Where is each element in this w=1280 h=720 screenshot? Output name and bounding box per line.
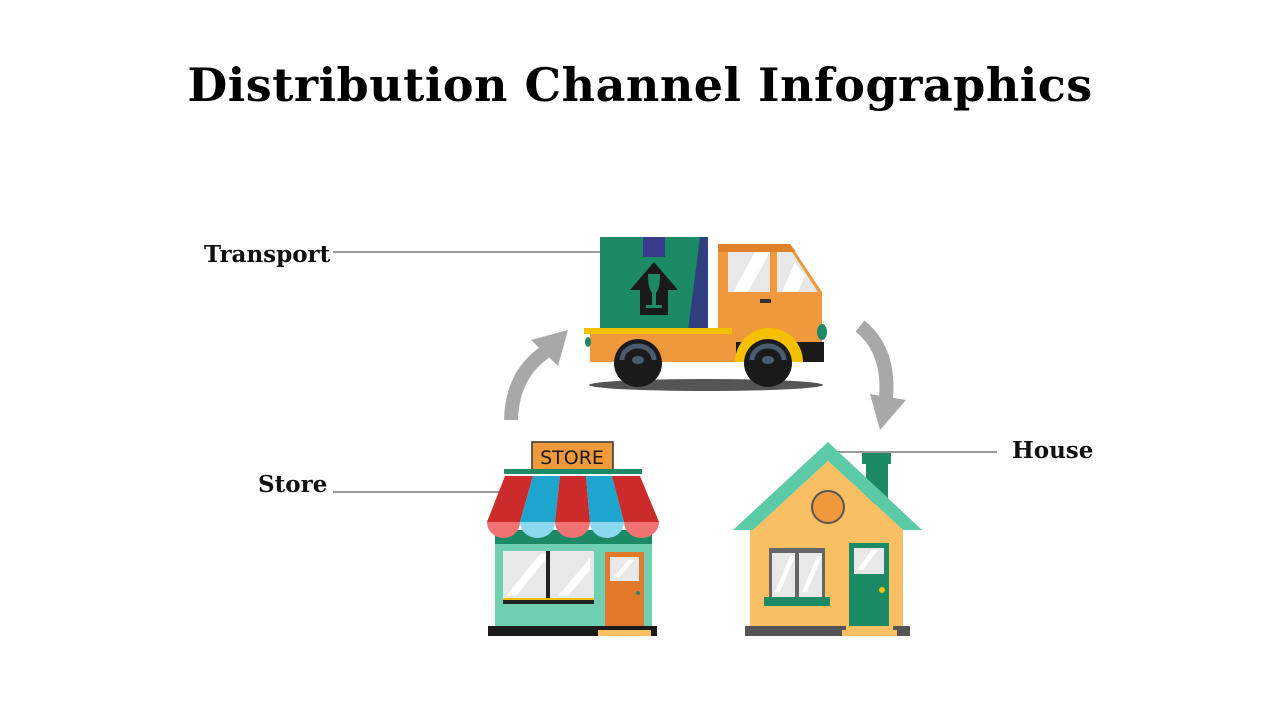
- leader-line-transport: [333, 248, 626, 256]
- leader-line-house: [828, 448, 997, 456]
- store-label: Store: [258, 471, 328, 498]
- transport-label: Transport: [204, 241, 331, 268]
- flow-arrow-icon: [855, 320, 906, 430]
- store-sign-text: STORE: [540, 447, 604, 469]
- truck-icon: [584, 237, 827, 391]
- house-icon: [733, 442, 922, 636]
- page-title: Distribution Channel Infographics: [187, 58, 1093, 112]
- house-label: House: [1012, 437, 1094, 464]
- flow-arrow-icon: [504, 330, 568, 421]
- store-icon: STORE: [487, 441, 659, 636]
- leader-line-store: [333, 488, 520, 496]
